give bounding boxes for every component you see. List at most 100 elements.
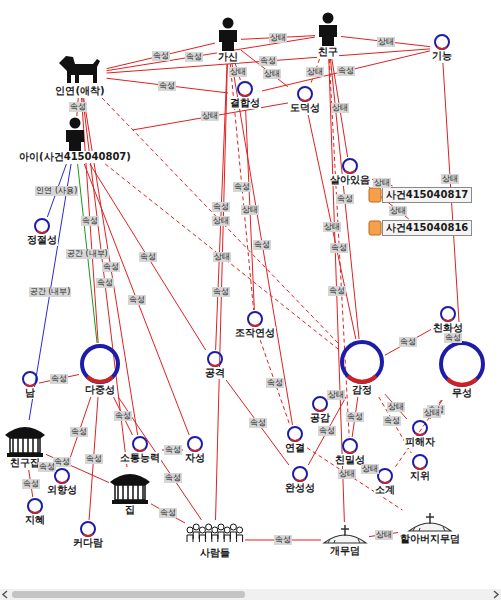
crowd-body xyxy=(237,535,243,542)
circle-accent xyxy=(415,467,425,469)
edge-label: 속성 xyxy=(336,194,354,204)
relation-connector xyxy=(260,340,290,425)
relation-connector xyxy=(29,164,71,420)
circle-accent xyxy=(87,377,112,382)
edge-label: 상태 xyxy=(212,216,230,226)
circle-ring xyxy=(133,437,147,451)
circle-outline xyxy=(132,436,148,452)
circle-ring xyxy=(378,469,392,483)
edge-label: 상태 xyxy=(201,111,219,121)
grave-icon xyxy=(322,523,368,545)
circle-accent xyxy=(210,364,220,366)
house-pillar xyxy=(27,438,29,453)
grave-grass xyxy=(328,539,360,543)
crowd-body xyxy=(206,532,212,539)
edge-label: 속성 xyxy=(152,51,170,61)
edge-label: 속성 xyxy=(38,462,56,472)
grave-marker xyxy=(341,525,349,536)
edge-label: 속성 xyxy=(253,240,271,250)
concept-circle: 연결 xyxy=(284,426,306,454)
concept-circle: 공감 xyxy=(309,396,331,424)
edge-label: 속성 xyxy=(318,426,336,436)
relation-connector xyxy=(107,43,215,69)
house-pillar xyxy=(142,485,144,500)
node-label: 기능 xyxy=(431,50,453,62)
node-label: 커다람 xyxy=(72,537,104,549)
edge-label: 공간 (내부) xyxy=(66,249,109,259)
concept-circle: 자성 xyxy=(184,436,206,464)
circle-outline xyxy=(292,466,308,482)
circle-outline xyxy=(54,468,70,484)
circle-outline xyxy=(440,306,456,322)
circle-accent xyxy=(25,384,35,386)
node-label: 지위 xyxy=(409,470,431,482)
concept-circle: 소통능력 xyxy=(119,436,161,464)
edge-label: 상태 xyxy=(327,390,345,400)
edge-label: 상태 xyxy=(423,408,441,418)
circle-ring xyxy=(81,522,95,536)
event-box: 사건415040816 xyxy=(368,220,473,236)
person-head xyxy=(69,118,80,129)
node-label: 소통능력 xyxy=(119,452,161,464)
concept-circle: 정절성 xyxy=(26,218,58,246)
relation-connector xyxy=(84,164,189,435)
node-label: 아이(사건415040807) xyxy=(18,151,132,163)
scroll-arrow-left xyxy=(3,591,7,598)
edge-label: 속성 xyxy=(328,286,346,296)
house-icon xyxy=(5,421,45,457)
house-pillar xyxy=(137,485,139,500)
circle-accent xyxy=(380,481,390,483)
relation-connector xyxy=(341,36,430,46)
node-label: 완성성 xyxy=(284,482,316,494)
event-marker xyxy=(368,220,382,236)
circle-outline xyxy=(80,344,120,384)
edge-label: 속성 xyxy=(69,102,87,112)
circle-ring xyxy=(188,437,202,451)
circle-outline xyxy=(342,158,358,174)
relation-connector xyxy=(105,164,339,350)
person-icon xyxy=(316,12,340,46)
edge-label: 속성 xyxy=(330,243,348,253)
person-body xyxy=(66,130,84,151)
relation-connector xyxy=(241,50,288,87)
edge-label: 인연 (사용) xyxy=(35,186,78,196)
circle-ring xyxy=(298,87,312,101)
concept-circle: 도덕성 xyxy=(289,86,321,114)
circle-ring xyxy=(82,346,118,382)
concept-circle: 공격 xyxy=(204,351,226,379)
house-pillar xyxy=(127,485,129,500)
grave-mound xyxy=(324,535,366,543)
crowd-body xyxy=(212,535,218,542)
node-label: 인연(애착) xyxy=(54,85,105,97)
circle-outline xyxy=(412,420,428,436)
edge-label: 속성 xyxy=(383,416,401,426)
circle-accent xyxy=(300,99,310,101)
node-label: 친구 xyxy=(317,46,339,58)
circle-outline xyxy=(207,351,223,367)
node-label: 사건415040817 xyxy=(382,187,473,203)
circle-outline xyxy=(412,454,428,470)
circle-accent xyxy=(30,511,40,513)
circle-outline xyxy=(237,81,253,97)
node-label: 조작연성 xyxy=(234,327,276,339)
circle-outline xyxy=(187,436,203,452)
circle-ring xyxy=(28,499,42,513)
concept-circle: 친화성 xyxy=(432,306,464,334)
concept-circle: 다중성 xyxy=(80,344,120,396)
crowd-head xyxy=(218,524,224,530)
concept-circle: 결합성 xyxy=(229,81,261,109)
circle-accent xyxy=(437,47,447,49)
circle-outline xyxy=(297,86,313,102)
node-label: 공감 xyxy=(309,412,331,424)
relation-connector xyxy=(84,98,138,435)
circle-accent xyxy=(295,479,305,481)
person-body xyxy=(219,30,237,51)
house-pillar xyxy=(12,438,14,453)
circle-outline xyxy=(439,341,485,387)
concept-circle: 커다람 xyxy=(72,521,104,549)
house-pillar xyxy=(32,438,34,453)
scroll-arrow-right xyxy=(494,591,498,598)
person-head xyxy=(323,13,334,24)
circle-outline xyxy=(247,311,263,327)
